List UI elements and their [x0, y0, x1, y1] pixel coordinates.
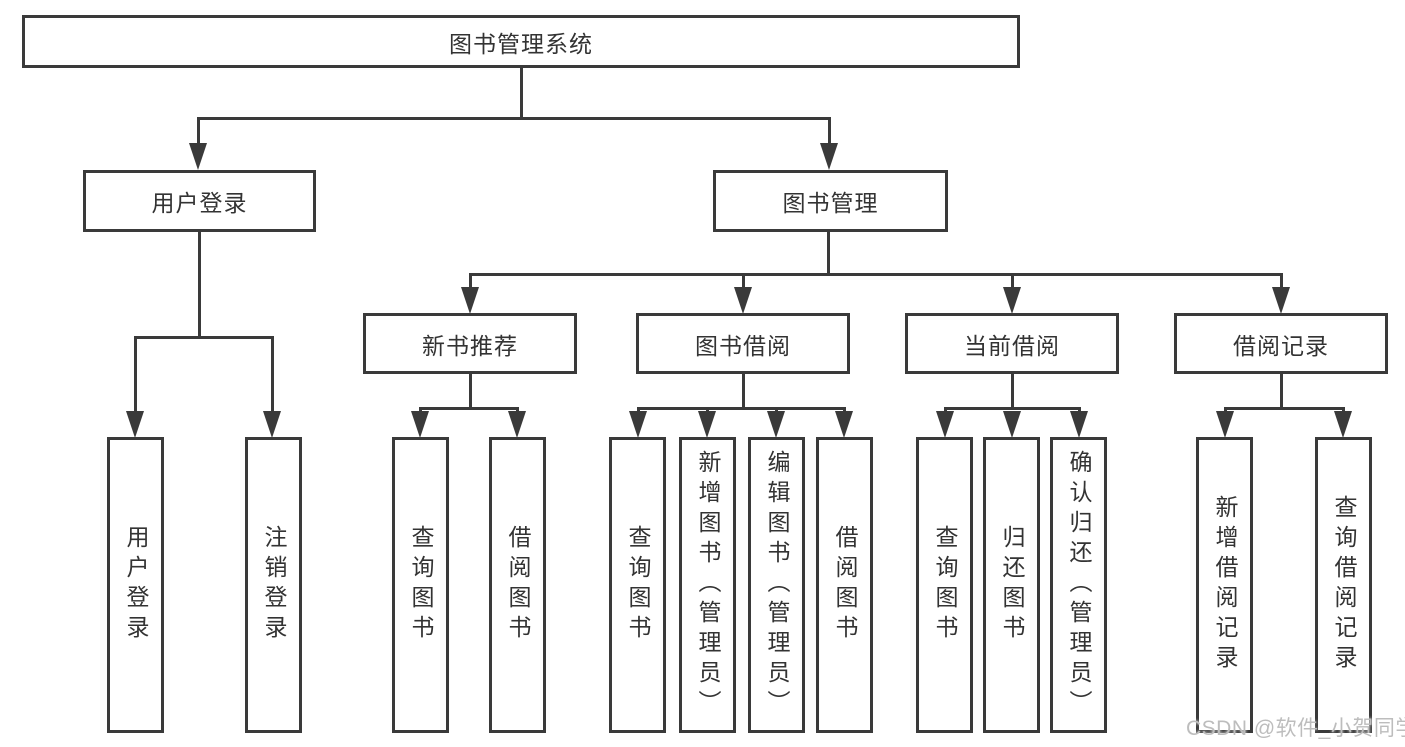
leaf-current-confirm-return-admin: 确认归还（管理员）: [1050, 437, 1107, 733]
arrow-down-icon: [835, 411, 853, 438]
leaf-borrow-add-book-admin: 新增图书（管理员）: [679, 437, 736, 733]
connector-line: [637, 407, 845, 410]
node-label: 查询图书: [625, 525, 651, 645]
arrow-down-icon: [767, 411, 785, 438]
watermark: CSDN @软件_小贺同学: [1186, 717, 1405, 740]
leaf-records-add-record: 新增借阅记录: [1196, 437, 1253, 733]
arrow-down-icon: [461, 287, 479, 314]
connector-line: [134, 336, 137, 412]
connector-line: [1011, 374, 1014, 408]
leaf-records-query-record: 查询借阅记录: [1315, 437, 1372, 733]
node-label: 查询图书: [932, 525, 958, 645]
connector-line: [1224, 407, 1344, 410]
connector-line: [742, 273, 745, 290]
leaf-borrow-edit-book-admin: 编辑图书（管理员）: [748, 437, 805, 733]
connector-line: [271, 336, 274, 412]
arrow-down-icon: [629, 411, 647, 438]
node-label: 借阅图书: [505, 525, 531, 645]
connector-line: [827, 232, 830, 275]
connector-line: [520, 68, 523, 117]
leaf-recommend-query-book: 查询图书: [392, 437, 449, 733]
node-label: 编辑图书（管理员）: [764, 450, 790, 720]
node-label: 借阅记录: [1233, 332, 1329, 359]
connector-line: [828, 117, 831, 145]
connector-line: [1011, 273, 1014, 290]
connector-line: [469, 273, 1282, 276]
node-label: 确认归还（管理员）: [1066, 450, 1092, 720]
arrow-down-icon: [1272, 287, 1290, 314]
node-label: 图书借阅: [695, 332, 791, 359]
arrow-down-icon: [1003, 287, 1021, 314]
connector-line: [1280, 273, 1283, 290]
connector-line: [197, 117, 200, 145]
node-book-management: 图书管理: [713, 170, 948, 232]
connector-line: [197, 117, 830, 120]
node-label: 归还图书: [999, 525, 1025, 645]
node-new-book-recommend: 新书推荐: [363, 313, 577, 374]
leaf-logout: 注销登录: [245, 437, 302, 733]
arrow-down-icon: [1070, 411, 1088, 438]
node-label: 用户登录: [151, 190, 248, 216]
connector-line: [469, 273, 472, 290]
node-borrow-records: 借阅记录: [1174, 313, 1388, 374]
node-label: 图书管理系统: [449, 30, 593, 57]
arrow-down-icon: [411, 411, 429, 438]
connector-line: [469, 374, 472, 408]
arrow-down-icon: [1003, 411, 1021, 438]
node-label: 新书推荐: [422, 332, 518, 359]
node-label: 当前借阅: [964, 332, 1060, 359]
arrow-down-icon: [126, 411, 144, 438]
leaf-current-query-book: 查询图书: [916, 437, 973, 733]
leaf-recommend-borrow-book: 借阅图书: [489, 437, 546, 733]
node-label: 图书管理: [782, 190, 879, 216]
arrow-down-icon: [936, 411, 954, 438]
arrow-down-icon: [698, 411, 716, 438]
arrow-down-icon: [1216, 411, 1234, 438]
node-current-borrow: 当前借阅: [905, 313, 1119, 374]
arrow-down-icon: [734, 287, 752, 314]
node-label: 新增图书（管理员）: [695, 450, 721, 720]
leaf-borrow-query-book: 查询图书: [609, 437, 666, 733]
connector-line: [198, 232, 201, 336]
arrow-down-icon: [263, 411, 281, 438]
connector-line: [742, 374, 745, 408]
node-library-system: 图书管理系统: [22, 15, 1020, 68]
node-label: 查询借阅记录: [1331, 495, 1357, 675]
arrow-down-icon: [508, 411, 526, 438]
leaf-user-login: 用户登录: [107, 437, 164, 733]
node-label: 借阅图书: [832, 525, 858, 645]
node-label: 注销登录: [261, 525, 287, 645]
node-user-login-branch: 用户登录: [83, 170, 316, 232]
arrow-down-icon: [189, 143, 207, 170]
arrow-down-icon: [1334, 411, 1352, 438]
node-label: 用户登录: [123, 525, 149, 645]
connector-line: [419, 407, 519, 410]
connector-line: [134, 336, 274, 339]
leaf-current-return-book: 归还图书: [983, 437, 1040, 733]
node-label: 查询图书: [408, 525, 434, 645]
connector-line: [1280, 374, 1283, 408]
arrow-down-icon: [820, 143, 838, 170]
connector-line: [944, 407, 1080, 410]
leaf-borrow-borrow-book: 借阅图书: [816, 437, 873, 733]
node-label: 新增借阅记录: [1212, 495, 1238, 675]
node-book-borrow: 图书借阅: [636, 313, 850, 374]
